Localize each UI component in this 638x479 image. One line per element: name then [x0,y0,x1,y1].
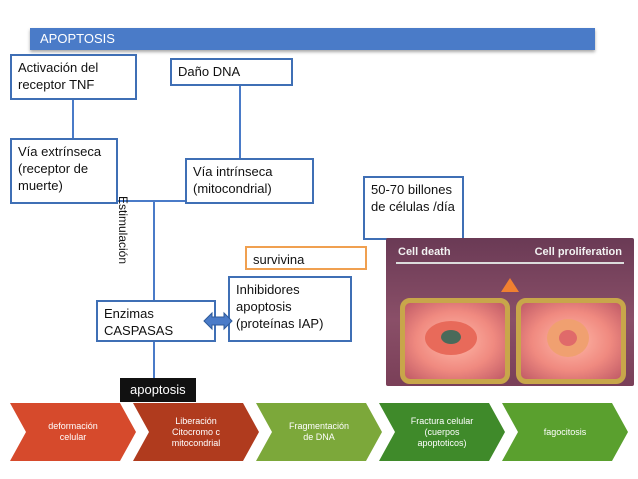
step-3: Fragmentación de DNA [256,403,382,461]
box-iap-inhibitors: Inhibidores apoptosis (proteínas IAP) [228,276,352,342]
apoptosis-label: apoptosis [120,378,196,402]
box-tnf-text: Activación del receptor TNF [18,60,99,92]
image-dying-cell [425,321,477,355]
image-right-cell-frame [516,298,626,384]
image-proliferating-nucleus [559,330,577,346]
double-arrow-icon [203,311,233,331]
box-intrinsic-pathway: Vía intrínseca (mitocondrial) [185,158,314,204]
image-pointer-icon [501,278,519,292]
box-survivina-text: survivina [253,252,305,267]
title-bar: APOPTOSIS [30,28,595,50]
box-cell-count: 50-70 billones de células /día [363,176,464,240]
image-dying-nucleus [441,330,461,344]
step-3-text: Fragmentación de DNA [288,421,350,442]
image-balance-bar [396,262,624,264]
connector-horizontal [118,200,200,202]
step-1: deformación celular [10,403,136,461]
box-caspases: Enzimas CASPASAS [96,300,216,342]
box-cell-count-text: 50-70 billones de células /día [371,182,455,214]
step-2-text: Liberación Citocromo c mitocondrial [171,415,221,448]
box-dna-damage: Daño DNA [170,58,293,86]
box-survivina: survivina [245,246,367,270]
step-4-text: Fractura celular (cuerpos apoptoticos) [410,415,474,448]
step-5: fagocitosis [502,403,628,461]
title: APOPTOSIS [40,31,115,46]
box-intrinsic-text: Vía intrínseca (mitocondrial) [193,164,273,196]
box-dna-text: Daño DNA [178,64,241,79]
image-left-heading: Cell death [398,246,451,258]
step-1-text: deformación celular [48,421,98,442]
box-extrinsic-pathway: Vía extrínseca (receptor de muerte) [10,138,118,204]
step-4: Fractura celular (cuerpos apoptoticos) [379,403,505,461]
box-extrinsic-text: Vía extrínseca (receptor de muerte) [18,144,102,193]
image-left-cell-frame [400,298,510,384]
connector-tnf-extrinsic [72,100,74,138]
box-iap-text: Inhibidores apoptosis (proteínas IAP) [236,282,324,331]
connector-main-vertical [153,200,155,300]
connector-dna-intrinsic [239,86,241,158]
box-caspases-text: Enzimas CASPASAS [104,306,174,338]
image-proliferating-cell [547,319,589,357]
step-2: Liberación Citocromo c mitocondrial [133,403,259,461]
box-tnf-receptor: Activación del receptor TNF [10,54,137,100]
connector-caspases-apoptosis [153,342,155,378]
cell-image: Cell death Cell proliferation [386,238,634,386]
step-5-text: fagocitosis [543,426,587,437]
image-right-heading: Cell proliferation [534,246,622,258]
stimulation-label: Estimulación [116,196,130,265]
